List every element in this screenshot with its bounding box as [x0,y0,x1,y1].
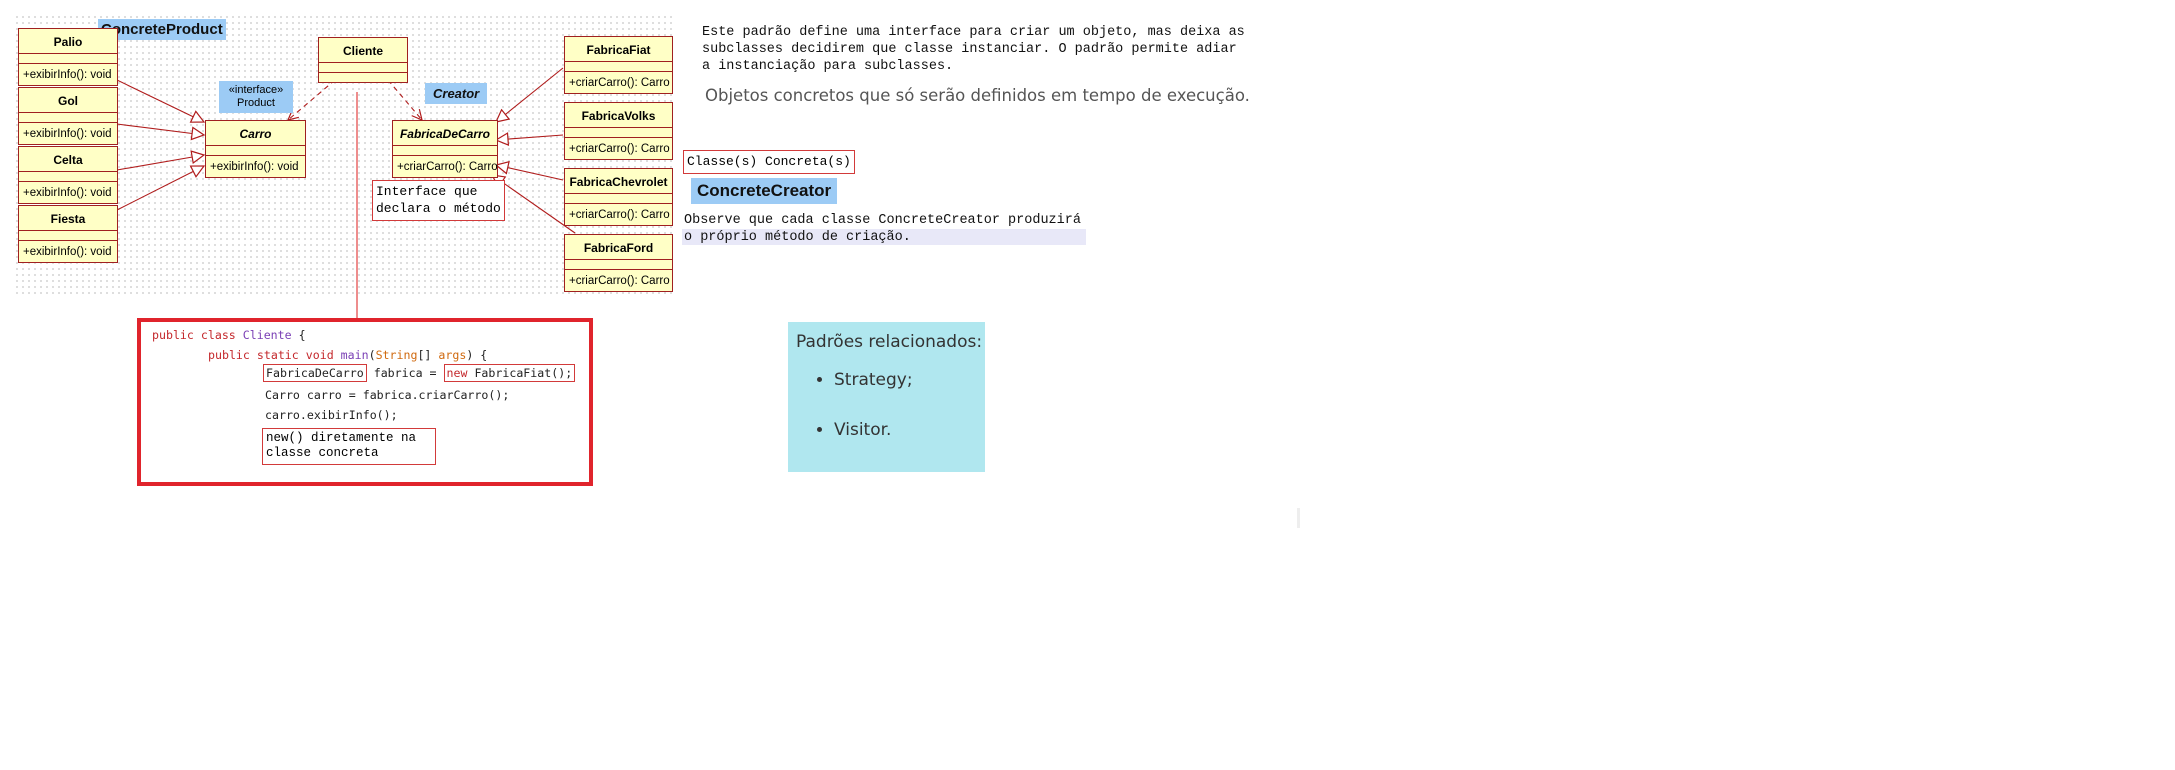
code-line-1: public class Cliente { [152,328,306,342]
selection-highlight [682,229,1086,245]
attribute-compartment [565,260,672,270]
code-token: args [438,348,467,362]
class-operation: +exibirInfo(): void [23,128,112,140]
code-line-5: carro.exibirInfo(); [265,408,398,422]
class-name: FabricaChevrolet [565,169,672,194]
class-fabrica-ford[interactable]: FabricaFord +criarCarro(): Carro [564,234,673,292]
palio-generalization [116,79,204,122]
class-operation: +criarCarro(): Carro [397,161,498,173]
highlight-abstract-type: FabricaDeCarro [263,364,367,382]
class-name: FabricaFord [565,235,672,260]
attribute-compartment [565,194,672,204]
class-name: Palio [19,29,117,54]
attribute-compartment [319,63,407,73]
class-celta[interactable]: Celta +exibirInfo(): void [18,146,118,204]
attribute-compartment [19,113,117,123]
client-creator-dependency [387,79,422,120]
attribute-compartment [19,231,117,241]
class-fabrica-volks[interactable]: FabricaVolks +criarCarro(): Carro [564,102,673,160]
class-operation: +exibirInfo(): void [23,246,112,258]
fiesta-generalization [116,166,204,211]
new-direct-note: new() diretamente na classe concreta [262,428,436,465]
code-token: fabrica = [366,366,444,380]
class-name: FabricaFiat [565,37,672,62]
class-cliente[interactable]: Cliente [318,37,408,83]
scroll-marker [1297,508,1300,528]
code-line-2: public static void main(String[] args) { [208,348,487,362]
class-fabrica-fiat[interactable]: FabricaFiat +criarCarro(): Carro [564,36,673,94]
client-code-box: public class Cliente { public static voi… [137,318,593,486]
related-patterns-title: Padrões relacionados: [796,332,983,352]
attribute-compartment [565,62,672,72]
class-name: Gol [19,88,117,113]
code-token: new [446,366,468,380]
class-gol[interactable]: Gol +exibirInfo(): void [18,87,118,145]
interface-product-tag: «interface» Product [219,81,293,113]
class-operation: +exibirInfo(): void [23,69,112,81]
concrete-creator-tag: ConcreteCreator [691,178,838,204]
code-token: FabricaFiat(); [467,366,573,380]
class-name: FabricaVolks [565,103,672,128]
class-carro[interactable]: Carro +exibirInfo(): void [205,120,306,178]
highlight-concrete-new: new FabricaFiat(); [443,364,576,382]
class-fabrica-chevrolet[interactable]: FabricaChevrolet +criarCarro(): Carro [564,168,673,226]
creator-tag: Creator [425,83,488,104]
class-name: Celta [19,147,117,172]
objects-note: Objetos concretos que só serão definidos… [705,86,1250,105]
concrete-classes-note: Classe(s) Concreta(s) [683,150,855,174]
class-operation: +exibirInfo(): void [210,161,299,173]
volks-generalization [496,135,564,140]
related-pattern-item: Visitor. [834,420,913,440]
attribute-compartment [393,146,497,156]
creator-note: Interface que declara o método [372,180,505,221]
related-pattern-item: Strategy; [834,370,913,390]
attribute-compartment [19,54,117,64]
attribute-compartment [19,172,117,182]
class-name: Carro [206,121,305,146]
class-operation: +criarCarro(): Carro [569,77,670,89]
code-token: Cliente [242,328,292,342]
code-token: public [208,348,250,362]
class-name: Fiesta [19,206,117,231]
observe-text: Observe que cada classe ConcreteCreator … [684,213,1081,245]
code-token: void [305,348,334,362]
class-name: FabricaDeCarro [393,121,497,146]
attribute-compartment [206,146,305,156]
class-operation: +criarCarro(): Carro [569,209,670,221]
attribute-compartment [565,128,672,138]
code-line-4: Carro carro = fabrica.criarCarro(); [265,388,510,402]
code-line-3: FabricaDeCarro fabrica = new FabricaFiat… [263,364,576,382]
code-token: ) { [466,348,488,362]
chevrolet-generalization [496,165,564,181]
celta-generalization [116,155,204,171]
class-operation: +criarCarro(): Carro [569,275,670,287]
code-token: ( [368,348,376,362]
class-name: Cliente [319,38,407,63]
gol-generalization [116,123,204,135]
pattern-description: Este padrão define uma interface para cr… [702,25,1245,74]
class-palio[interactable]: Palio +exibirInfo(): void [18,28,118,86]
class-fiesta[interactable]: Fiesta +exibirInfo(): void [18,205,118,263]
code-token: static [256,348,299,362]
code-token: public [152,328,194,342]
concrete-product-tag: ConcreteProduct [98,19,226,40]
code-token: class [200,328,236,342]
fiat-generalization [496,67,564,122]
related-patterns-box: Padrões relacionados: Strategy; Visitor. [788,322,985,472]
class-fabrica-de-carro[interactable]: FabricaDeCarro +criarCarro(): Carro [392,120,498,178]
class-operation: +exibirInfo(): void [23,187,112,199]
related-patterns-list: Strategy; Visitor. [796,370,913,470]
code-token: main [340,348,369,362]
ford-generalization [492,175,576,234]
client-product-dependency [288,79,336,120]
class-operation: +criarCarro(): Carro [569,143,670,155]
code-token: [] [417,348,439,362]
operation-compartment [319,73,407,82]
code-token: { [298,328,306,342]
code-token: String [375,348,418,362]
